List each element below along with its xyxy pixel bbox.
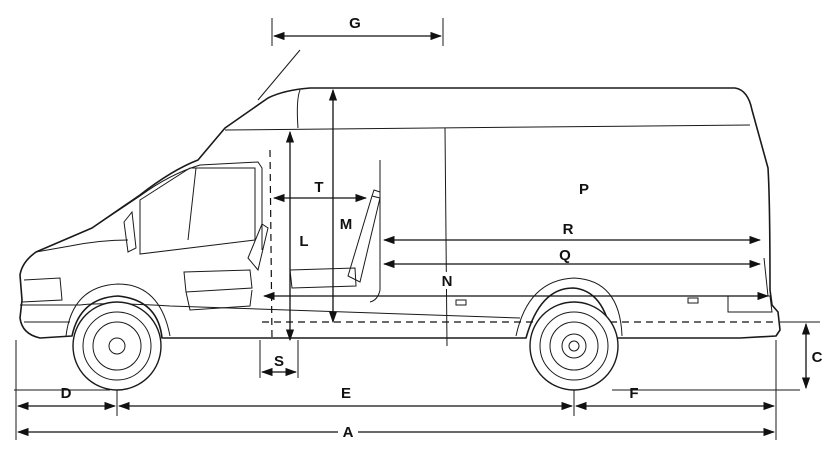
passenger-seat [289, 267, 357, 289]
door-seam [444, 127, 448, 347]
label-E: E [341, 385, 351, 402]
label-Q: Q [559, 247, 571, 264]
van-outline [19, 87, 781, 339]
passenger-seat-back [347, 195, 381, 283]
mirror [123, 210, 137, 253]
label-F: F [629, 385, 638, 402]
b-pillar [369, 160, 381, 303]
label-S: S [274, 353, 284, 370]
rear-edge [763, 257, 769, 297]
bulkhead-dashed [269, 149, 273, 341]
label-T: T [314, 179, 323, 196]
driver-seat [183, 269, 253, 311]
dimension-labels: A C D E F G L M N P Q R S T [61, 15, 823, 441]
label-M: M [340, 216, 353, 233]
label-G: G [349, 15, 361, 32]
rear-wheel [529, 301, 619, 391]
label-N: N [442, 273, 453, 290]
label-A: A [343, 424, 354, 441]
front-wheel [72, 301, 162, 391]
side-window [139, 167, 256, 255]
label-P: P [579, 181, 589, 198]
cab-edge [91, 161, 263, 250]
window-pillar [187, 167, 197, 241]
rear-light [727, 295, 773, 313]
grille [21, 277, 63, 303]
front-arch [65, 283, 171, 337]
dimension-lines [15, 18, 820, 440]
roof-seam [296, 89, 301, 129]
headrest [371, 189, 381, 198]
bonnet-line [35, 239, 129, 253]
label-R: R [563, 221, 574, 238]
rear-arch [515, 277, 623, 337]
door-handle [455, 299, 467, 306]
label-L: L [299, 233, 308, 250]
label-D: D [61, 385, 72, 402]
fuel-cap [687, 297, 699, 304]
label-C: C [812, 349, 823, 366]
roof-line [224, 124, 751, 131]
driver-seat-back [247, 223, 269, 272]
